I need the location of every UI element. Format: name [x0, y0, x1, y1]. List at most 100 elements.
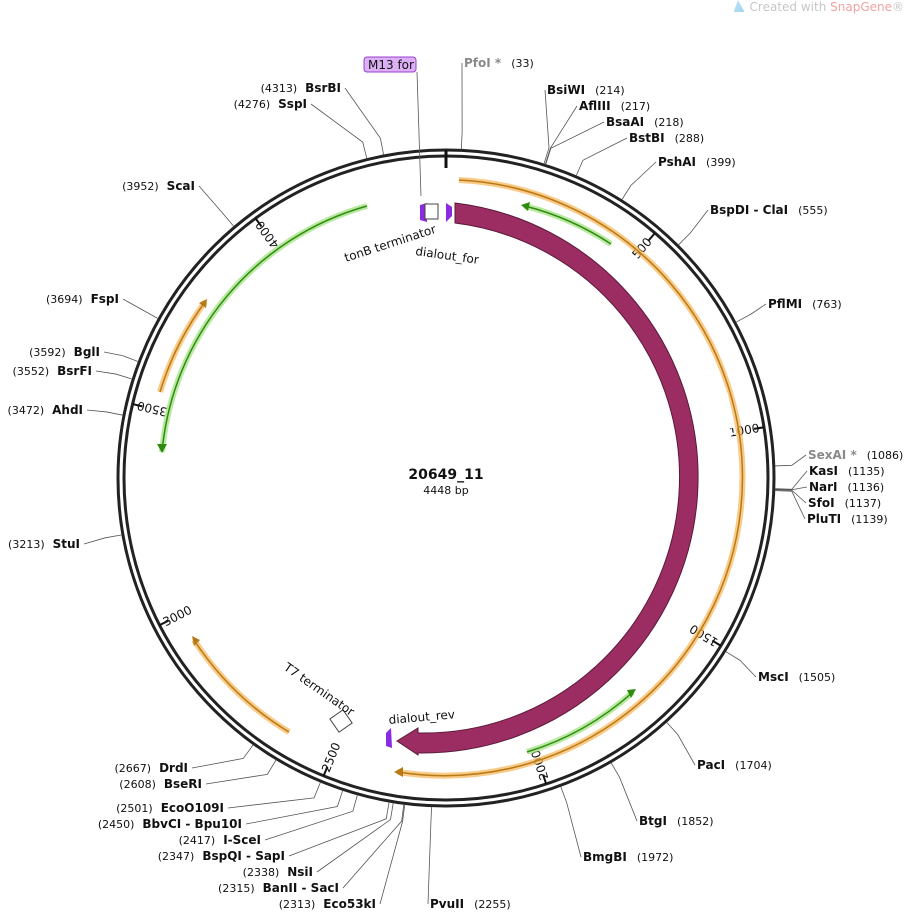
bspdi-site-position: (555)	[798, 204, 828, 217]
eco53ki-leader	[379, 804, 406, 905]
plasmid-name: 20649_11	[408, 467, 483, 483]
primer-dialout-for	[446, 203, 452, 222]
sexai-leader	[774, 454, 807, 467]
scai-site-position: (3952)	[122, 180, 159, 193]
bstbi-leader	[575, 137, 628, 177]
pvuii-leader	[427, 806, 432, 905]
bspqi-site-label: BspQI - SapI	[202, 849, 285, 863]
paci-site-label: PacI	[697, 758, 725, 772]
nari-site-label: NarI	[809, 480, 838, 494]
bgli-site-position: (3592)	[29, 346, 66, 359]
bsiwi-leader	[543, 89, 550, 165]
banii-site-position: (2315)	[218, 882, 255, 895]
bsaai-site-label: BsaAI	[606, 115, 644, 129]
tick-label-3000: 3000	[161, 603, 195, 629]
dialout-for-label: dialout_for	[415, 244, 480, 267]
tick-1500	[711, 639, 722, 647]
sfoi-leader	[774, 489, 807, 504]
tick-1000	[753, 426, 765, 430]
bsrbi-leader	[344, 87, 385, 156]
i-scei-site-label: I-SceI	[223, 833, 261, 847]
ahdi-site-position: (3472)	[8, 404, 45, 417]
m13-for-box	[363, 56, 417, 73]
pfoi-site-position: (33)	[511, 57, 534, 70]
orf-arrowhead-upper-left	[199, 299, 207, 308]
sfoi-site-position: (1137)	[845, 497, 882, 510]
drdi-leader	[191, 744, 254, 769]
watermark-brand: SnapGene	[830, 0, 892, 14]
bsrfi-site-label: BsrFI	[57, 364, 92, 378]
cds-tli-polymerase	[396, 202, 699, 756]
misc-arrowhead-bottom	[627, 689, 636, 698]
misc-arrows	[157, 202, 636, 755]
scai-site-label: ScaI	[167, 179, 195, 193]
pshai-site-position: (399)	[706, 156, 736, 169]
pvuii-site-position: (2255)	[474, 898, 511, 911]
bsaai-leader	[545, 121, 605, 165]
pfoi-site-label: PfoI *	[464, 56, 502, 70]
afliii-site-label: AflIII	[579, 99, 611, 113]
pluti-site-label: PluTI	[807, 512, 841, 526]
orf-arrowhead-right	[394, 767, 403, 777]
nari-site-position: (1136)	[848, 481, 885, 494]
sfoi-site-label: SfoI	[808, 496, 835, 510]
stui-site-label: StuI	[53, 537, 80, 551]
tick-label-3500: 3500	[136, 398, 169, 419]
bsaai-site-position: (218)	[654, 116, 684, 129]
m13-for-primer: M13 for	[363, 56, 422, 197]
nsii-site-position: (2338)	[243, 866, 280, 879]
ahdi-leader	[86, 409, 124, 416]
plasmid-size: 4448 bp	[423, 484, 468, 497]
misc-arrow-left-large-line	[161, 205, 368, 453]
msci-site-label: MscI	[758, 670, 789, 684]
bstbi-site-position: (288)	[675, 132, 705, 145]
nsii-leader	[316, 802, 394, 873]
drdi-site-position: (2667)	[114, 762, 151, 775]
bsrbi-site-position: (4313)	[261, 82, 298, 95]
tick-3000	[159, 619, 169, 627]
sexai-site-label: SexAI *	[808, 448, 857, 462]
sexai-site-position: (1086)	[867, 449, 904, 462]
sspi-leader	[310, 103, 368, 159]
msci-leader	[725, 651, 757, 678]
i-scei-site-position: (2417)	[179, 834, 216, 847]
bmgbi-leader	[560, 786, 582, 858]
bbvci-site-label: BbvCI - Bpu10I	[142, 817, 242, 831]
nari-leader	[774, 486, 808, 491]
watermark-prefix: Created with	[749, 0, 831, 14]
i-scei-leader	[264, 794, 358, 841]
orf-arrows	[157, 177, 746, 779]
pfoi-leader	[460, 62, 463, 150]
stui-site-position: (3213)	[8, 538, 45, 551]
snapgene-watermark: Created with SnapGene®	[733, 0, 904, 14]
bstbi-site-label: BstBI	[629, 131, 665, 145]
bbvci-leader	[245, 790, 344, 825]
misc-arrowhead-top	[521, 202, 530, 211]
afliii-site-position: (217)	[621, 100, 651, 113]
bseri-site-label: BseRI	[164, 777, 202, 791]
ahdi-site-label: AhdI	[52, 403, 83, 417]
fspi-leader	[122, 298, 159, 319]
orf-arrow-left-line	[193, 639, 290, 733]
pshai-site-label: PshAI	[658, 155, 696, 169]
primer-dialout-rev	[386, 728, 392, 748]
restriction-sites: PfoI *(33)BsiWI(214)AflIII(217)BsaAI(218…	[8, 56, 904, 911]
sspi-site-label: SspI	[278, 97, 307, 111]
scai-leader	[198, 185, 235, 227]
tick-3500	[132, 403, 143, 408]
bsiwi-site-label: BsiWI	[547, 83, 585, 97]
bmgbi-site-position: (1972)	[637, 851, 674, 864]
kasi-site-label: KasI	[809, 464, 838, 478]
dialout-rev-label: dialout_rev	[388, 707, 455, 727]
orf-arrowhead-left	[192, 636, 200, 646]
btgi-site-label: BtgI	[639, 814, 667, 828]
t7-terminator-box	[329, 709, 353, 733]
stui-leader	[83, 534, 123, 545]
paci-site-position: (1704)	[735, 759, 772, 772]
eco53ki-site-position: (2313)	[279, 898, 316, 911]
bspdi-leader	[678, 209, 709, 246]
bbvci-site-position: (2450)	[98, 818, 135, 831]
paci-leader	[666, 721, 696, 766]
ecoo109i-leader	[227, 781, 321, 809]
